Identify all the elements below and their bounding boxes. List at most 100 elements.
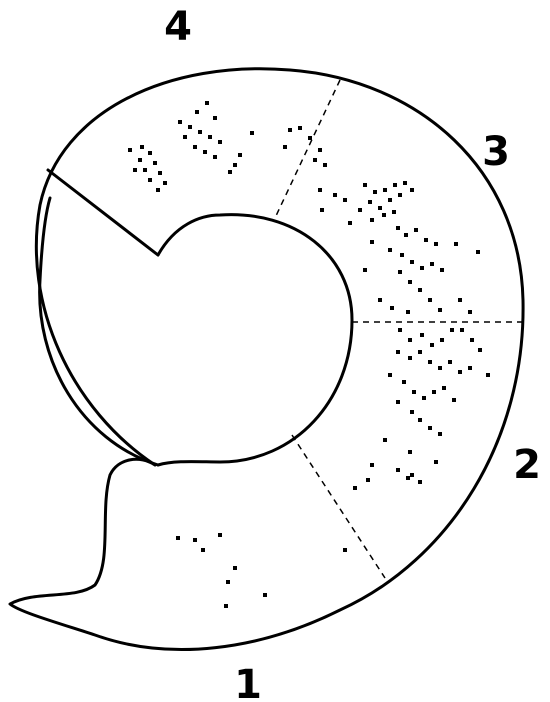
stipple-dot: [140, 145, 144, 149]
stipple-dot: [430, 343, 434, 347]
stipple-dot: [176, 536, 180, 540]
stipple-dot: [403, 181, 407, 185]
zone-2-label: 2: [513, 442, 541, 488]
zone-4-septum: [48, 170, 158, 255]
stipple-dot: [486, 373, 490, 377]
stipple-dot: [383, 438, 387, 442]
stipple-dot: [138, 158, 142, 162]
stipple-dot: [318, 188, 322, 192]
stipple-dot: [396, 226, 400, 230]
stipple-dot: [226, 580, 230, 584]
stipple-dot: [368, 200, 372, 204]
stipple-dot: [188, 125, 192, 129]
stipple-dot: [363, 268, 367, 272]
stipple-dot: [133, 168, 137, 172]
stipple-dots: [128, 101, 490, 608]
stipple-dot: [348, 221, 352, 225]
stipple-dot: [434, 460, 438, 464]
stipple-dot: [408, 450, 412, 454]
stipple-dot: [298, 126, 302, 130]
stipple-dot: [195, 110, 199, 114]
stipple-dot: [406, 310, 410, 314]
stipple-dot: [366, 478, 370, 482]
stipple-dot: [424, 238, 428, 242]
stipple-dot: [396, 350, 400, 354]
stipple-dot: [198, 130, 202, 134]
stipple-dot: [404, 233, 408, 237]
inner-whorl-curve: [40, 198, 158, 465]
stipple-dot: [318, 148, 322, 152]
stipple-dot: [414, 228, 418, 232]
stipple-dot: [343, 548, 347, 552]
stipple-dot: [450, 328, 454, 332]
stipple-dot: [458, 370, 462, 374]
stipple-dot: [263, 593, 267, 597]
stipple-dot: [470, 338, 474, 342]
stipple-dot: [205, 101, 209, 105]
stipple-dot: [454, 242, 458, 246]
stipple-dot: [396, 468, 400, 472]
stipple-dot: [408, 338, 412, 342]
shell-inner-outline: [158, 215, 352, 465]
stipple-dot: [370, 218, 374, 222]
stipple-dot: [434, 242, 438, 246]
stipple-dot: [438, 366, 442, 370]
stipple-dot: [183, 135, 187, 139]
stipple-dot: [178, 120, 182, 124]
stipple-dot: [203, 150, 207, 154]
stipple-dot: [370, 240, 374, 244]
stipple-dot: [153, 161, 157, 165]
stipple-dot: [201, 548, 205, 552]
stipple-dot: [313, 158, 317, 162]
stipple-dot: [373, 190, 377, 194]
stipple-dot: [468, 366, 472, 370]
stipple-dot: [208, 135, 212, 139]
stipple-dot: [163, 181, 167, 185]
stipple-dot: [378, 298, 382, 302]
stipple-dot: [410, 410, 414, 414]
stipple-dot: [193, 538, 197, 542]
stipple-dot: [218, 533, 222, 537]
stipple-dot: [320, 208, 324, 212]
stipple-dot: [213, 155, 217, 159]
stipple-dot: [378, 206, 382, 210]
stipple-dot: [418, 350, 422, 354]
stipple-dot: [406, 476, 410, 480]
zone-3-label: 3: [482, 129, 510, 175]
stipple-dot: [398, 193, 402, 197]
stipple-dot: [452, 398, 456, 402]
stipple-dot: [478, 348, 482, 352]
stipple-dot: [238, 153, 242, 157]
stipple-dot: [370, 463, 374, 467]
divider-zone-1-2: [292, 435, 385, 578]
stipple-dot: [410, 473, 414, 477]
stipple-dot: [428, 360, 432, 364]
stipple-dot: [343, 198, 347, 202]
stipple-dot: [448, 360, 452, 364]
stipple-dot: [422, 396, 426, 400]
stipple-dot: [308, 136, 312, 140]
stipple-dot: [148, 151, 152, 155]
stipple-dot: [143, 168, 147, 172]
stipple-dot: [288, 128, 292, 132]
stipple-dot: [418, 480, 422, 484]
stipple-dot: [213, 116, 217, 120]
stipple-dot: [390, 306, 394, 310]
stipple-dot: [420, 266, 424, 270]
zone-4-label: 4: [164, 4, 192, 50]
stipple-dot: [224, 604, 228, 608]
stipple-dot: [218, 140, 222, 144]
stipple-dot: [440, 268, 444, 272]
stipple-dot: [233, 566, 237, 570]
stipple-dot: [438, 432, 442, 436]
stipple-dot: [402, 380, 406, 384]
stipple-dot: [418, 288, 422, 292]
stipple-dot: [250, 131, 254, 135]
stipple-dot: [158, 171, 162, 175]
stipple-dot: [410, 260, 414, 264]
stipple-dot: [283, 145, 287, 149]
stipple-dot: [398, 270, 402, 274]
stipple-dot: [383, 188, 387, 192]
